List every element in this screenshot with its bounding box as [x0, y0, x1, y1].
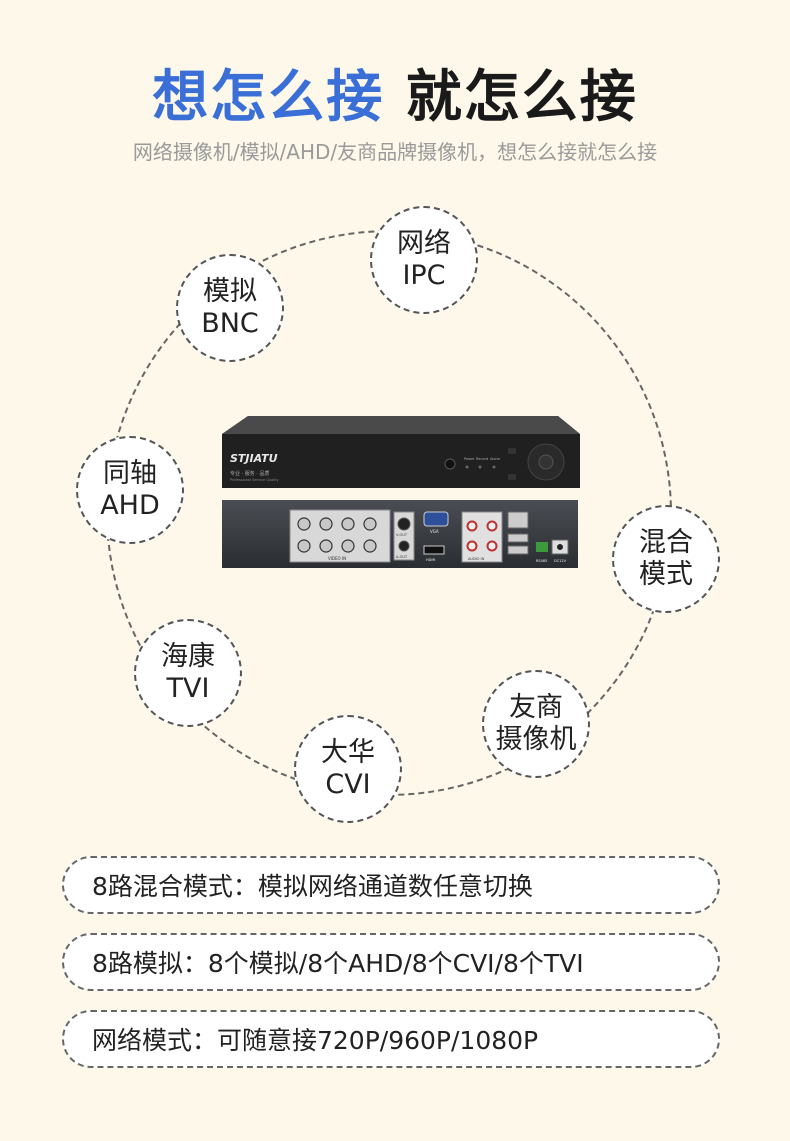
feature-analog-mode: 8路模拟：8个模拟/8个AHD/8个CVI/8个TVI	[62, 933, 720, 991]
feature-text: 网络模式：可随意接720P/960P/1080P	[92, 1026, 539, 1055]
brand-tagline-en: Professional Service Quality	[230, 478, 279, 482]
node-label: 友商	[509, 692, 563, 723]
node-label: IPC	[402, 260, 446, 291]
video-in-label: VIDEO IN	[328, 556, 346, 561]
vga-label: VGA	[430, 529, 439, 534]
a-out-label: A-OUT	[396, 555, 408, 559]
feature-text: 8路模拟：8个模拟/8个AHD/8个CVI/8个TVI	[92, 949, 584, 978]
rs485-terminal-icon	[536, 542, 548, 552]
alarm-indicator-label: Alarm	[490, 457, 501, 461]
bnc-ports-icon	[297, 517, 377, 553]
node-bnc: 模拟 BNC	[176, 254, 284, 362]
lan-port-icon	[507, 511, 529, 529]
power-led-icon	[465, 465, 469, 469]
record-led-icon	[478, 465, 482, 469]
video-out-port-icon	[397, 517, 411, 531]
node-tvi: 海康 TVI	[134, 619, 242, 727]
node-label: 同轴	[103, 458, 157, 489]
node-label: 混合	[639, 527, 693, 558]
title-main: 就怎么接	[405, 65, 638, 130]
node-label: AHD	[100, 490, 160, 521]
page-title: 想怎么接 就怎么接	[0, 62, 790, 134]
usb-port-icon	[507, 533, 529, 543]
record-indicator-label: Record	[476, 457, 488, 461]
audio-out-port-icon	[398, 540, 410, 552]
v-out-label: V-OUT	[396, 533, 408, 537]
node-label: 海康	[161, 641, 215, 672]
dc-power-jack-icon	[557, 544, 563, 550]
node-cvi: 大华 CVI	[294, 715, 402, 823]
usb-port-2-icon	[507, 545, 529, 555]
vga-port-icon	[423, 511, 449, 527]
dc12v-label: DC12V	[554, 559, 567, 563]
brand-tagline: 专业 · 服务 · 品质	[230, 470, 270, 477]
feature-hybrid-mode: 8路混合模式：模拟网络通道数任意切换	[62, 856, 720, 914]
dvr-product-image: STJIATU 专业 · 服务 · 品质 Professional Servic…	[222, 416, 580, 568]
node-ahd: 同轴 AHD	[76, 436, 184, 544]
node-label: BNC	[201, 308, 259, 339]
node-label: CVI	[325, 769, 371, 800]
node-label: 大华	[321, 737, 375, 768]
brand-logo: STJIATU	[230, 452, 278, 465]
node-label: TVI	[166, 673, 210, 704]
node-label: 网络	[397, 228, 451, 259]
hdmi-label: HDMI	[426, 558, 435, 562]
node-label: 模式	[639, 559, 693, 590]
rs485-label: RS485	[536, 559, 547, 563]
ir-sensor-icon	[444, 458, 456, 470]
hdmi-port-icon	[423, 545, 445, 555]
dpad-center-icon	[538, 454, 554, 470]
feature-text: 8路混合模式：模拟网络通道数任意切换	[92, 872, 533, 901]
audio-in-ports-icon	[466, 520, 498, 552]
esc-button-icon	[508, 474, 516, 480]
audio-in-label: AUDIO IN	[468, 557, 485, 561]
node-label: 模拟	[203, 276, 257, 307]
title-highlight: 想怎么接	[152, 65, 385, 130]
node-hybrid: 混合 模式	[612, 505, 720, 613]
menu-button-icon	[508, 448, 516, 454]
power-indicator-label: Power	[464, 457, 475, 461]
node-thirdparty: 友商 摄像机	[482, 670, 590, 778]
node-ipc: 网络 IPC	[370, 206, 478, 314]
feature-network-mode: 网络模式：可随意接720P/960P/1080P	[62, 1010, 720, 1068]
alarm-led-icon	[492, 465, 496, 469]
page-subtitle: 网络摄像机/模拟/AHD/友商品牌摄像机，想怎么接就怎么接	[132, 140, 658, 164]
node-label: 摄像机	[495, 724, 577, 755]
